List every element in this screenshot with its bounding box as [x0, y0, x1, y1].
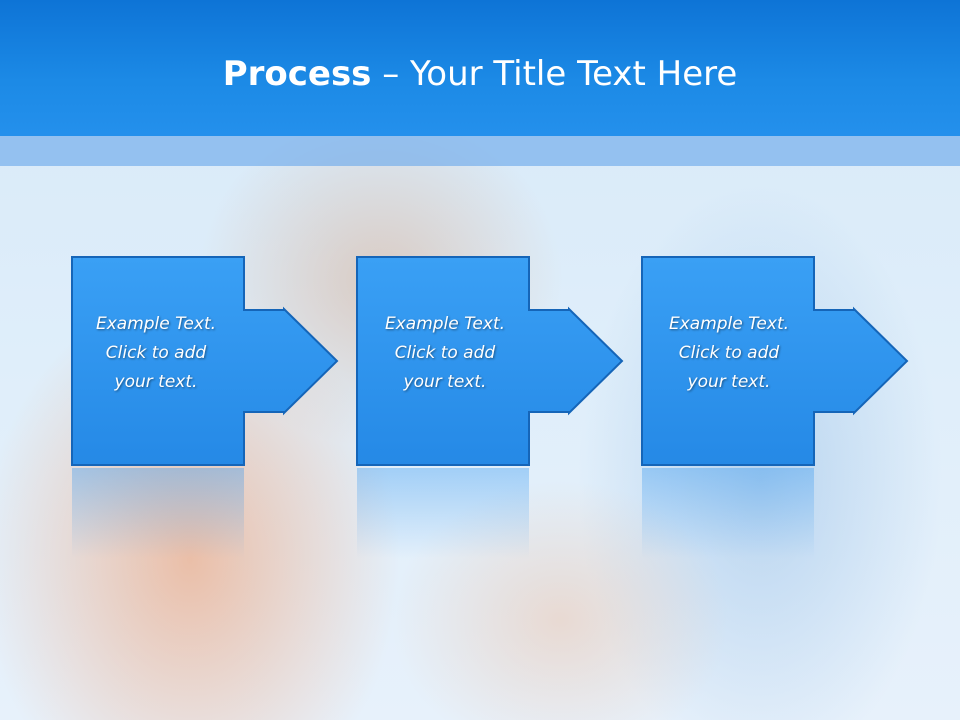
step-1-text[interactable]: Example Text. Click to add your text.: [71, 310, 241, 397]
step-3-line-2: Click to add: [678, 343, 780, 363]
step-1-line-1: Example Text.: [95, 314, 217, 334]
step-3-line-1: Example Text.: [668, 314, 790, 334]
process-step-2[interactable]: [356, 256, 624, 466]
step-2-arrow-shape: [356, 256, 624, 466]
reflection-step-3: [642, 468, 814, 558]
step-3-arrow-shape: [641, 256, 909, 466]
reflection-step-2: [357, 468, 529, 558]
step-2-text[interactable]: Example Text. Click to add your text.: [360, 310, 530, 397]
step-2-line-1: Example Text.: [384, 314, 506, 334]
header-bar: [0, 0, 960, 136]
step-1-arrow-shape: [71, 256, 339, 466]
step-2-line-3: your text.: [403, 372, 487, 392]
step-1-line-3: your text.: [114, 372, 198, 392]
reflections: [72, 468, 814, 558]
slide-title[interactable]: Process – Your Title Text Here: [0, 52, 960, 96]
title-bold: Process: [222, 54, 372, 94]
step-2-line-2: Click to add: [394, 343, 496, 363]
step-3-text[interactable]: Example Text. Click to add your text.: [644, 310, 814, 397]
title-rest: – Your Title Text Here: [371, 54, 738, 94]
step-3-line-3: your text.: [687, 372, 771, 392]
header-band: [0, 136, 960, 166]
process-step-3[interactable]: [641, 256, 909, 466]
step-1-line-2: Click to add: [105, 343, 207, 363]
process-step-1[interactable]: [71, 256, 339, 466]
reflection-step-1: [72, 468, 244, 558]
